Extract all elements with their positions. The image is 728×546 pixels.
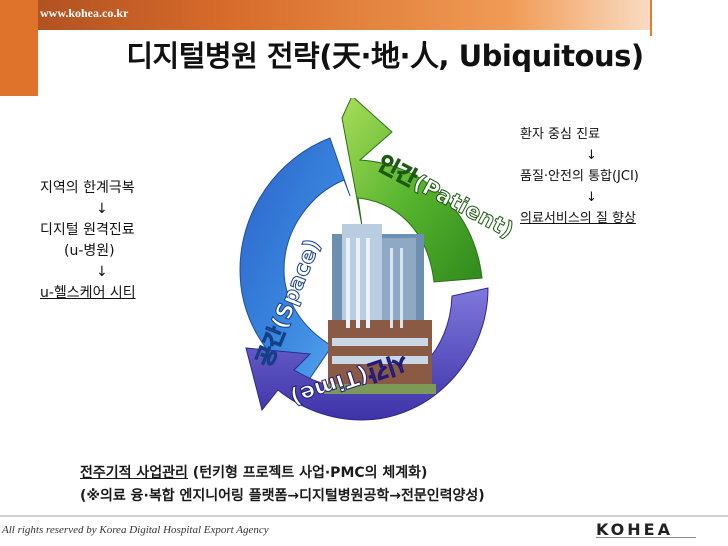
site-url: www.kohea.co.kr bbox=[40, 6, 129, 20]
svg-text:KOHEA: KOHEA bbox=[596, 520, 673, 539]
page-title: 디지털병원 전략(天·地·人, Ubiquitous) bbox=[126, 39, 644, 73]
right-note-patient: 환자 중심 진료 bbox=[520, 127, 601, 142]
header-accent-tab bbox=[0, 0, 38, 96]
down-arrow-icon: ↓ bbox=[96, 201, 108, 217]
right-notes: 환자 중심 진료 ↓ 품질·안전의 통합(JCI) ↓ 의료서비스의 질 향상 bbox=[520, 124, 639, 229]
left-note-remote: 디지털 원격진료 bbox=[40, 222, 135, 238]
bottom-note-platform: (※의료 융·복합 엔지니어링 플랫폼→디지털병원공학→전문인력양성) bbox=[80, 488, 485, 504]
left-note-region: 지역의 한계극복 bbox=[40, 180, 135, 196]
cycle-diagram: 인간(Patient) 공간(Space) 시간(Time) bbox=[239, 98, 518, 421]
down-arrow-icon: ↓ bbox=[96, 264, 108, 280]
bottom-note-turnkey: (턴키형 프로젝트 사업·PMC의 체계화) bbox=[187, 465, 428, 481]
kohea-logo: KOHEA bbox=[590, 518, 710, 540]
patient-arc bbox=[341, 98, 483, 283]
right-note-service: 의료서비스의 질 향상 bbox=[520, 211, 636, 226]
left-note-hospital: (u-병원) bbox=[64, 243, 115, 259]
hospital-building-image bbox=[324, 224, 436, 394]
header-bar bbox=[0, 0, 728, 96]
left-note-city: u-헬스케어 시티 bbox=[40, 285, 136, 301]
down-arrow-icon: ↓ bbox=[586, 190, 597, 205]
footer-divider bbox=[0, 515, 728, 517]
right-note-quality: 품질·안전의 통합(JCI) bbox=[520, 169, 639, 184]
down-arrow-icon: ↓ bbox=[586, 148, 597, 163]
footer-rights: All rights reserved by Korea Digital Hos… bbox=[2, 524, 269, 536]
bottom-note-lifecycle: 전주기적 사업관리 bbox=[80, 465, 188, 481]
left-notes: 지역의 한계극복 ↓ 디지털 원격진료 (u-병원) ↓ u-헬스케어 시티 bbox=[40, 178, 136, 304]
header-corner bbox=[650, 0, 728, 36]
bottom-notes: 전주기적 사업관리 (턴키형 프로젝트 사업·PMC의 체계화) (※의료 융·… bbox=[80, 462, 485, 508]
